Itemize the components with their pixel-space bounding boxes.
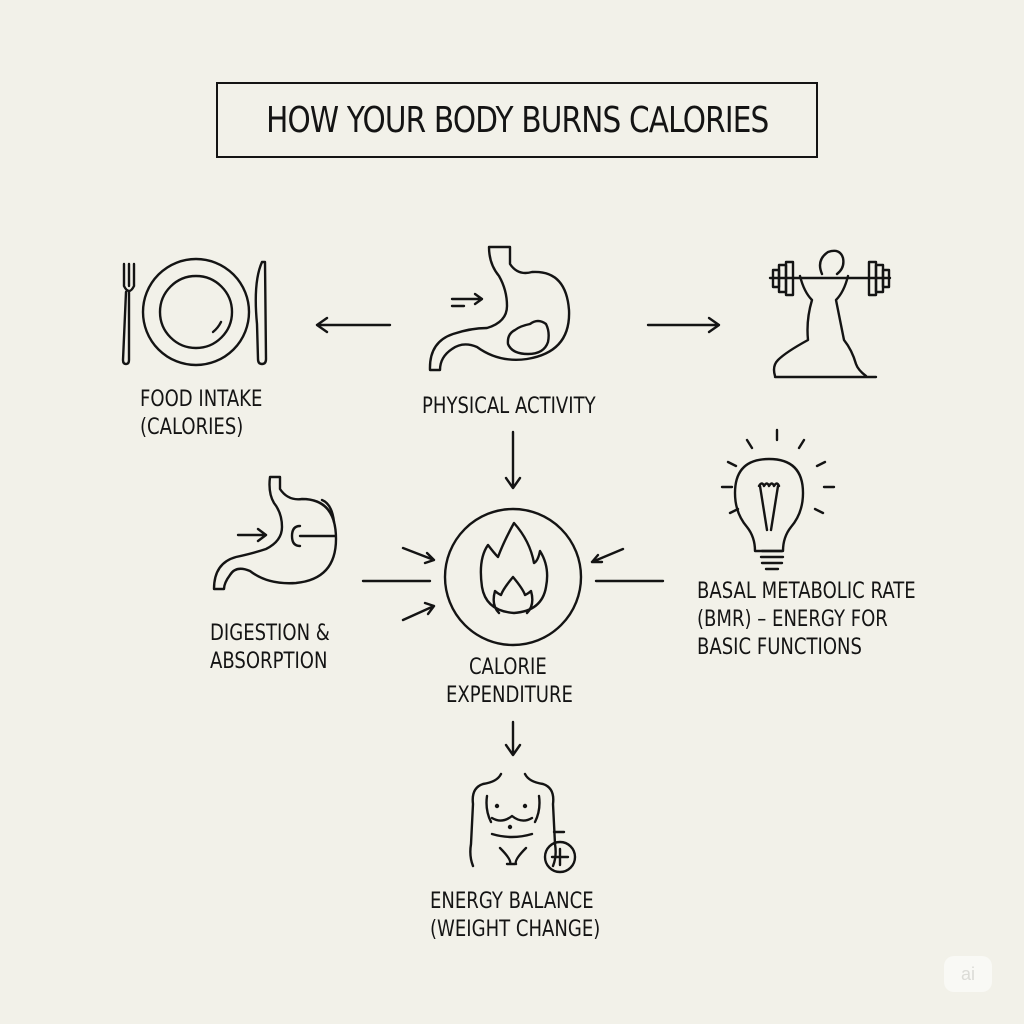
flame-icon [443,507,583,647]
lightbulb-icon [720,428,836,571]
page-title: HOW YOUR BODY BURNS CALORIES [265,99,769,141]
arrow-left-icon [315,316,392,334]
calorie-expenditure-label: CALORIE EXPENDITURE [446,655,573,708]
watermark: ai [944,956,992,992]
food-intake-label: FOOD INTAKE (CALORIES) [140,387,263,440]
title-box: HOW YOUR BODY BURNS CALORIES [216,82,818,158]
body-torso-icon [469,772,577,874]
energy-balance-label: ENERGY BALANCE (WEIGHT CHANGE) [430,889,601,942]
plate-fork-knife-icon [121,257,268,367]
stomach-icon [428,245,571,372]
stomach-icon [212,475,338,591]
digestion-absorption-label: DIGESTION & ABSORPTION [210,621,330,674]
physical-activity-label: PHYSICAL ACTIVITY [422,394,596,419]
arrows-into-center-right [590,547,665,583]
arrow-right-icon [646,316,721,334]
bmr-label: BASAL METABOLIC RATE (BMR) – ENERGY FOR … [697,579,916,660]
arrow-down-icon [504,720,522,757]
weightlifter-icon [768,249,892,379]
arrows-into-center-left [361,546,436,622]
arrow-down-icon [504,430,522,490]
